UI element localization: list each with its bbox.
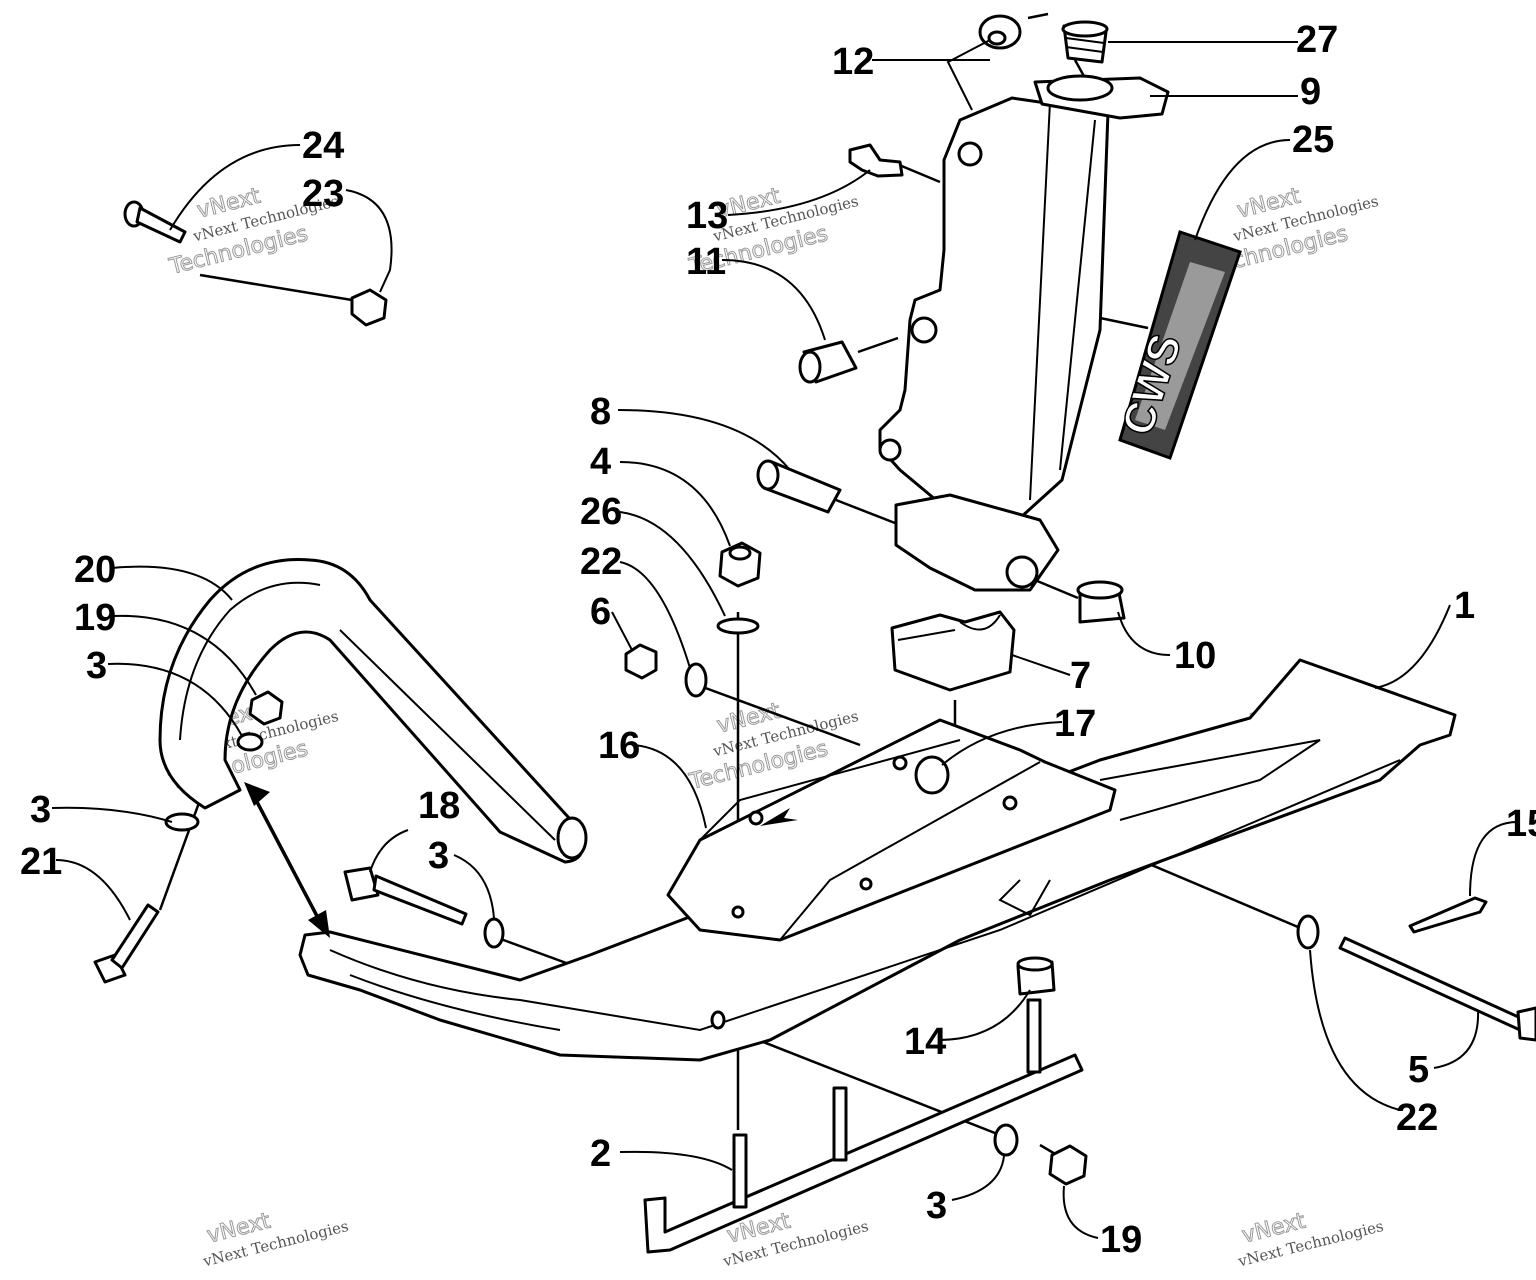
- bolt-24: [123, 200, 187, 244]
- callout-4: 4: [590, 441, 611, 483]
- bolt-5: [1338, 936, 1536, 1042]
- callout-labels: 12 27 9 24 23 25 13 11 8 4 26 22 6 20 19…: [20, 19, 1536, 1261]
- callout-20: 20: [74, 549, 116, 591]
- bushing-10: [1076, 580, 1126, 624]
- saddle-16: [666, 718, 1117, 942]
- callout-19: 19: [1100, 1219, 1142, 1261]
- callout-9: 9: [1300, 71, 1321, 113]
- washer-3-d: [993, 1123, 1019, 1157]
- callout-19: 19: [74, 597, 116, 639]
- callout-15: 15: [1506, 803, 1536, 845]
- callout-2: 2: [590, 1133, 611, 1175]
- grease-fitting-13: [848, 143, 904, 178]
- washer-22-b: [1296, 914, 1320, 950]
- nut-19-upper: [248, 690, 284, 726]
- callout-1: 1: [1454, 585, 1475, 627]
- callout-3: 3: [30, 789, 51, 831]
- washer-3-c: [483, 917, 505, 949]
- callout-17: 17: [1054, 703, 1096, 745]
- bolt-21: [93, 903, 160, 984]
- handle-20: [158, 558, 588, 864]
- callout-16: 16: [598, 725, 640, 767]
- decal-25: CWS: [1112, 230, 1242, 460]
- cap-27: [1061, 20, 1109, 64]
- leader-lines: [51, 39, 1521, 1239]
- spacer-14: [1016, 956, 1056, 996]
- callout-11: 11: [686, 241, 726, 283]
- cotter-pin-15: [1408, 896, 1488, 934]
- bushing-11: [798, 340, 858, 384]
- callout-10: 10: [1174, 635, 1216, 677]
- wear-bar-2: [643, 998, 1084, 1254]
- assembly-arrow: [244, 782, 330, 938]
- callout-23: 23: [302, 173, 344, 215]
- callout-6: 6: [590, 591, 611, 633]
- washer-17: [914, 755, 950, 795]
- callout-26: 26: [580, 491, 622, 533]
- callout-8: 8: [590, 391, 611, 433]
- callout-24: 24: [302, 125, 344, 167]
- callout-5: 5: [1408, 1049, 1429, 1091]
- bushing-8: [756, 459, 842, 514]
- washer-26: [716, 617, 760, 635]
- callout-7: 7: [1070, 655, 1091, 697]
- callout-3: 3: [86, 645, 107, 687]
- watermark: vNext vNext Technologies: [1235, 1208, 1385, 1270]
- washer-3-b: [164, 812, 200, 832]
- callout-22: 22: [1396, 1097, 1438, 1139]
- callout-25: 25: [1292, 119, 1334, 161]
- nut-4: [718, 541, 762, 588]
- callout-27: 27: [1296, 19, 1338, 61]
- stopper-7: [890, 610, 1016, 692]
- washers: [164, 617, 1320, 1157]
- callout-22: 22: [580, 541, 622, 583]
- washer-3-a: [236, 732, 264, 752]
- spindle-housing: [878, 74, 1170, 592]
- nut-19-lower: [1048, 1144, 1088, 1186]
- callout-21: 21: [20, 841, 62, 883]
- washer-22: [684, 662, 708, 698]
- bolt-18: [343, 866, 468, 926]
- callout-12: 12: [832, 41, 874, 83]
- watermark: vNext vNext Technologies: [200, 1208, 350, 1270]
- callout-14: 14: [904, 1021, 946, 1063]
- callout-13: 13: [686, 195, 728, 237]
- callout-18: 18: [418, 785, 460, 827]
- nut-23: [350, 288, 388, 327]
- callout-3: 3: [428, 835, 449, 877]
- nut-6: [624, 643, 658, 680]
- callout-3: 3: [926, 1185, 947, 1227]
